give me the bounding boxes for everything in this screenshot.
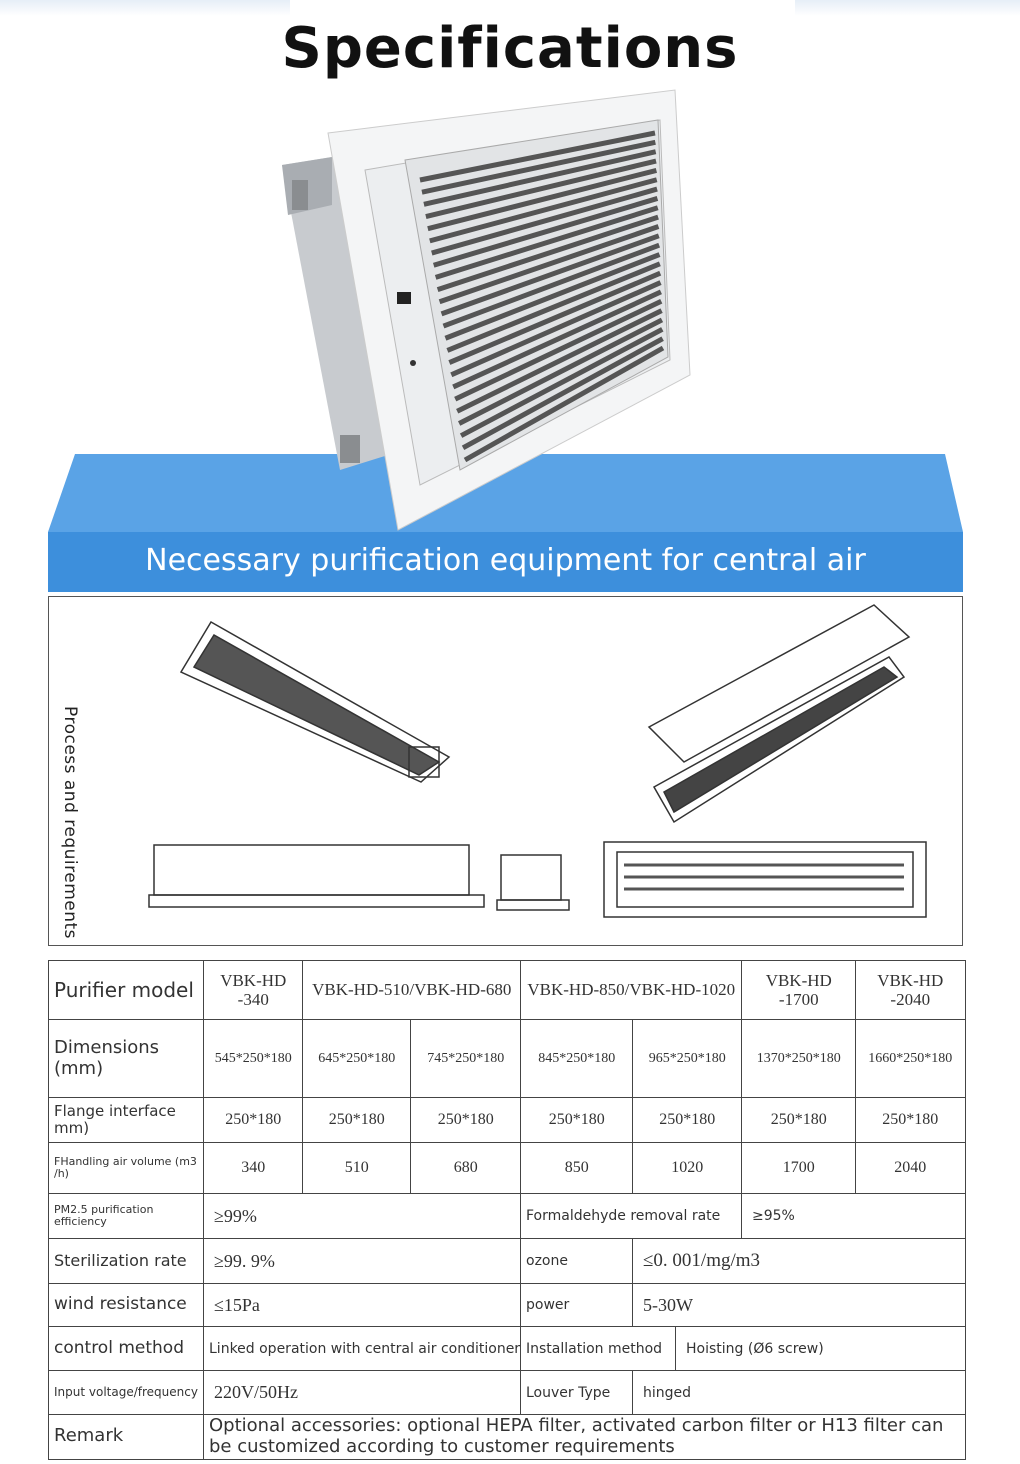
louver-slat [432,196,659,268]
label-control-method: control method [48,1326,205,1372]
dimension-cell: 1660*250*180 [855,1019,966,1099]
label-louver: Louver Type [520,1370,634,1416]
model-cell: VBK-HD-850/VBK-HD-1020 [520,960,743,1021]
voltage-value: 220V/50Hz [203,1370,522,1416]
dimension-cell: 965*250*180 [632,1019,743,1099]
label-formaldehyde: Formaldehyde removal rate [520,1193,743,1240]
air-volume-cell: 1020 [632,1142,743,1195]
louver-slat [448,270,662,365]
louver-slat [459,327,664,438]
louver-slat [425,158,657,219]
label-pm25: PM2.5 purification efficiency [48,1193,205,1240]
label-power: power [520,1283,634,1328]
louver-slat [457,317,664,426]
label-purifier-model: Purifier model [48,960,205,1021]
top-strip [0,0,290,16]
louver-slat [434,205,659,280]
flange-cell: 250*180 [520,1097,634,1144]
louver-slat [429,177,658,244]
flange-cell: 250*180 [741,1097,857,1144]
flange-cell: 250*180 [410,1097,522,1144]
air-volume-cell: 2040 [855,1142,966,1195]
remark-value: Optional accessories: optional HEPA filt… [203,1414,966,1460]
louver-slat [436,214,659,292]
model-cell: VBK-HD-510/VBK-HD-680 [302,960,522,1021]
label-installation: Installation method [520,1326,677,1372]
dimension-cell: 845*250*180 [520,1019,634,1099]
page-title: Specifications [281,16,739,81]
label-ozone: ozone [520,1238,634,1285]
label-air-volume: FHandling air volume (m3 /h) [48,1142,205,1195]
louver-slat [419,130,656,183]
technical-drawings [48,596,963,946]
control-value: Linked operation with central air condit… [203,1326,522,1372]
drawing-lines [148,604,927,918]
louver-slat [423,149,657,207]
louver-slat [452,289,662,390]
louver-slat [454,299,663,402]
label-remark: Remark [48,1414,205,1460]
louver-slat [431,186,658,256]
model-cell: VBK-HD -2040 [855,960,966,1021]
dimension-cell: 745*250*180 [410,1019,522,1099]
air-volume-cell: 850 [520,1142,634,1195]
banner-background [48,454,963,532]
label-wind-resistance: wind resistance [48,1283,205,1328]
dimension-cell: 1370*250*180 [741,1019,857,1099]
air-volume-cell: 510 [302,1142,412,1195]
banner: Necessary purification equipment for cen… [48,532,963,636]
louver-slat [456,308,663,414]
model-cell: VBK-HD -340 [203,960,304,1021]
louver-slat [444,252,661,341]
louver-slat [421,139,656,195]
installation-value: Hoisting (Ø6 screw) [675,1326,966,1372]
ozone-value: ≤0. 001/mg/m3 [632,1238,966,1285]
power-value: 5-30W [632,1283,966,1328]
sterilization-value: ≥99. 9% [203,1238,522,1285]
louver-slat [440,233,660,317]
drawings-side-label: Process and requirements [60,706,80,940]
formaldehyde-value: ≥95% [741,1193,966,1240]
dimension-cell: 645*250*180 [302,1019,412,1099]
label-voltage: Input voltage/frequency [48,1370,205,1416]
louver-slat [427,167,658,232]
louver-slat [450,280,662,378]
wind-value: ≤15Pa [203,1283,522,1328]
label-dimensions: Dimensions (mm) [48,1019,205,1099]
flange-cell: 250*180 [302,1097,412,1144]
louver-value: hinged [632,1370,966,1416]
pm25-value: ≥99% [203,1193,522,1240]
louver-slat [461,336,664,451]
louver-slat [438,224,660,305]
label-sterilization: Sterilization rate [48,1238,205,1285]
top-strip [795,0,1020,16]
dimension-cell: 545*250*180 [203,1019,304,1099]
louver-slat [463,345,665,463]
label-flange: Flange interface mm) [48,1097,205,1144]
air-volume-cell: 680 [410,1142,522,1195]
air-volume-cell: 1700 [741,1142,857,1195]
product-image [282,89,691,531]
flange-cell: 250*180 [632,1097,743,1144]
louver-slat [442,242,661,329]
model-cell: VBK-HD -1700 [741,960,857,1021]
louver-slat [446,261,661,353]
flange-cell: 250*180 [855,1097,966,1144]
flange-cell: 250*180 [203,1097,304,1144]
air-volume-cell: 340 [203,1142,304,1195]
